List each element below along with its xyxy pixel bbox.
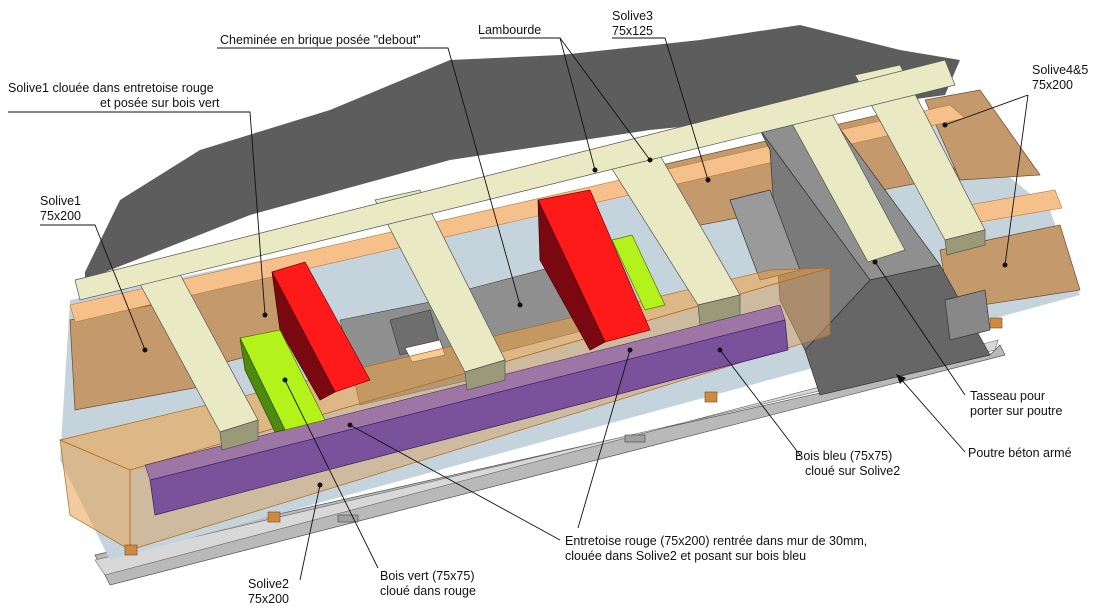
leader-poutre (899, 377, 966, 453)
green-block-left-side (239, 337, 286, 433)
leader-solive1 (40, 224, 146, 351)
label-solive3-name: Solive3 (612, 9, 653, 23)
label-bois-bleu-l1: Bois bleu (75x75) (795, 449, 892, 463)
supports (124, 317, 1003, 556)
leader-bois-vert-dot (282, 377, 288, 383)
label-cheminee: Cheminée en brique posée "debout" (220, 33, 421, 47)
leader-solive45-dot-2 (1002, 262, 1008, 268)
label-bois-vert-l2: cloué dans rouge (380, 584, 476, 598)
label-solive2-name: Solive2 (248, 577, 289, 591)
label-entretoise-l2: clouée dans Solive2 et posant sur bois b… (565, 549, 806, 563)
support-2 (267, 511, 281, 523)
joist-5-side (944, 229, 986, 256)
labels: Cheminée en brique posée "debout" Lambou… (8, 9, 1088, 606)
leader-entretoise-2 (577, 349, 631, 529)
leader-lambourde-2 (559, 37, 651, 161)
leader-solive1-cloue (8, 111, 266, 316)
label-solive1-name: Solive1 (40, 194, 81, 208)
support-3 (704, 391, 718, 403)
label-solive1-cloue-l2: et posée sur bois vert (100, 96, 220, 110)
leader-lambourde-dot-1 (592, 167, 598, 173)
leader-poutre-arrow (896, 374, 906, 384)
leader-solive3 (612, 37, 709, 181)
green-block-right (611, 234, 666, 311)
label-tasseau-l2: porter sur poutre (970, 404, 1062, 418)
concrete-feet (337, 434, 646, 523)
leader-solive1-cloue-dot (262, 312, 268, 318)
foot-2 (624, 434, 646, 443)
leader-solive2 (299, 484, 321, 581)
leader-entretoise-dot-2 (627, 347, 633, 353)
label-solive1-size: 75x200 (40, 209, 81, 223)
blue-bar-top (144, 304, 786, 481)
joist-1-side (219, 419, 259, 451)
leader-bois-vert (284, 379, 379, 569)
leader-cheminee-dot (517, 302, 523, 308)
leader-lines (8, 37, 1029, 581)
label-solive1-cloue-l1: Solive1 clouée dans entretoise rouge (8, 81, 214, 95)
leader-solive45-2 (1004, 94, 1029, 266)
leader-bois-bleu-dot (717, 347, 723, 353)
label-lambourde: Lambourde (478, 23, 541, 37)
label-solive45-name: Solive4&5 (1032, 63, 1088, 77)
leader-cheminee (217, 47, 521, 306)
lambourde (74, 59, 956, 301)
foot-1 (337, 514, 359, 523)
label-entretoise-l1: Entretoise rouge (75x200) rentrée dans m… (565, 534, 867, 548)
joists (74, 59, 986, 451)
label-poutre: Poutre béton armé (968, 446, 1072, 460)
tasseau-block (944, 289, 991, 341)
support-1 (124, 544, 138, 556)
red-block-right-side (537, 199, 606, 351)
leader-solive45-1 (944, 94, 1029, 126)
floor-base-strip (94, 339, 999, 576)
leader-entretoise-dot-1 (347, 422, 353, 428)
leader-solive2-dot (317, 482, 323, 488)
joist-2-side (464, 359, 506, 391)
back-wall (85, 25, 960, 280)
leader-solive45-dot-1 (942, 122, 948, 128)
label-solive45-size: 75x200 (1032, 78, 1073, 92)
label-tasseau-l1: Tasseau pour (970, 389, 1045, 403)
support-4 (989, 317, 1003, 329)
leader-entretoise-1 (349, 424, 561, 541)
label-bois-bleu-l2: cloué sur Solive2 (805, 464, 900, 478)
leader-tasseau-dot (872, 259, 878, 265)
red-block-left-side (271, 271, 336, 401)
leader-lambourde-dot-2 (647, 157, 653, 163)
label-solive3-size: 75x125 (612, 24, 653, 38)
leader-solive1-dot (142, 347, 148, 353)
leader-bois-bleu (719, 349, 801, 456)
leader-solive3-dot (705, 177, 711, 183)
joist-3-side (697, 294, 741, 326)
label-solive2-size: 75x200 (248, 592, 289, 606)
leader-tasseau (874, 261, 966, 396)
label-bois-vert-l1: Bois vert (75x75) (380, 569, 474, 583)
